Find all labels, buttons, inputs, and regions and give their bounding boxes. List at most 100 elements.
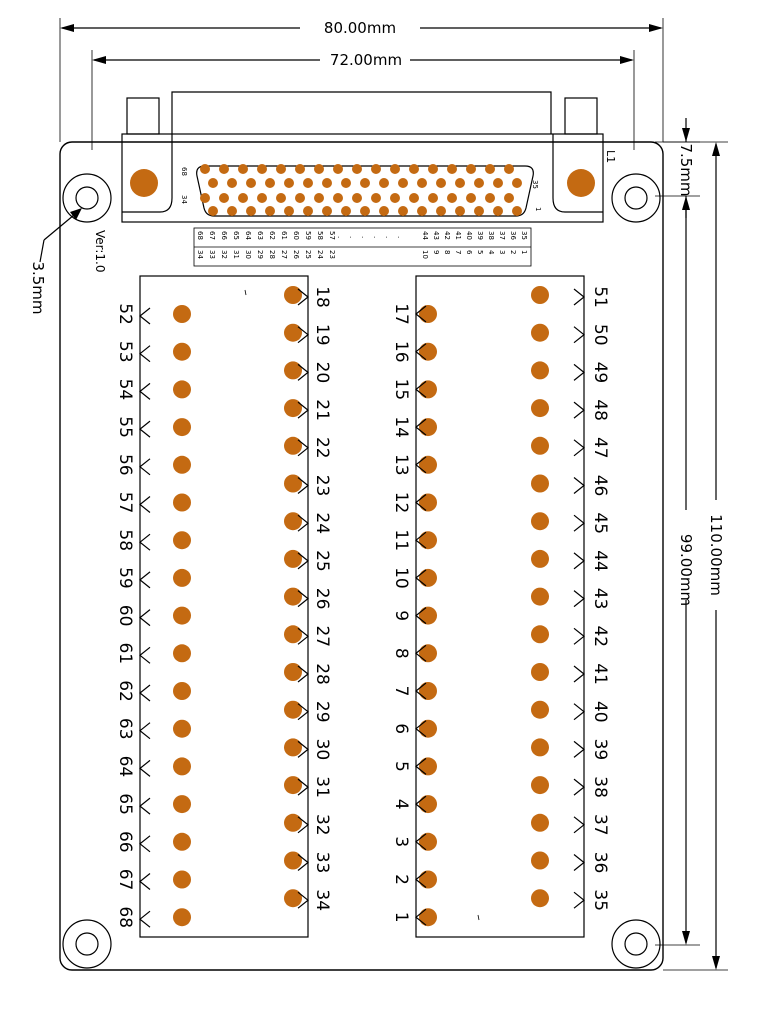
terminal-label: 9: [391, 610, 411, 621]
terminal-clamp-mark: [139, 458, 151, 476]
terminal-label: 41: [590, 663, 610, 685]
terminal-pad: [284, 776, 302, 795]
terminal-label: 32: [312, 814, 332, 836]
terminal-pad: [531, 286, 549, 304]
connector-pin: [409, 164, 419, 174]
terminal-label: 28: [312, 663, 332, 685]
terminal-clamp-mark: [139, 646, 151, 664]
terminal-clamp-mark: [139, 571, 151, 589]
pin-map-cell: 8: [443, 250, 451, 254]
dim-overall-height: 110.00mm: [663, 141, 728, 971]
connector-pin: [322, 178, 332, 188]
terminal-label: 51: [590, 286, 610, 308]
connector-pin: [314, 193, 324, 203]
terminal-pad: [173, 719, 191, 738]
terminal-clamp-mark: [297, 854, 309, 871]
terminal-pad: [531, 813, 549, 832]
terminal-pad: [173, 493, 191, 512]
connector-pin: [474, 206, 484, 216]
terminal-pad: [419, 870, 437, 889]
terminal-label: 38: [590, 776, 610, 798]
connector-pin: [447, 164, 457, 174]
connector-pin: [333, 164, 343, 174]
connector-pin: [322, 206, 332, 216]
terminal-label: 42: [590, 625, 610, 647]
pin-map-table: 3513623733843954064174284394410······683…: [193, 227, 532, 267]
pin-map-cell: 32: [220, 250, 228, 259]
terminal-clamp-mark: [139, 533, 151, 551]
terminal-pad: [284, 851, 302, 870]
connector-pin: [379, 206, 389, 216]
terminal-clamp-mark: [415, 757, 427, 775]
pin-map-cell: 44: [421, 231, 429, 240]
terminal-label: 30: [312, 739, 332, 761]
terminal-clamp-mark: [573, 627, 585, 645]
terminal-pad: [284, 738, 302, 757]
connector-pin: [295, 193, 305, 203]
pin-map-cell: 5: [476, 250, 484, 254]
terminal-label: 67: [115, 869, 135, 891]
terminal-pad: [284, 512, 302, 531]
terminal-label: 64: [115, 756, 135, 778]
terminal-pad: [531, 700, 549, 719]
dim-top-offset: 7.5mm: [655, 118, 700, 218]
connector-pin: [276, 164, 286, 174]
connector-mount-pad-left: [130, 169, 158, 197]
dim-overall-height-label: 110.00mm: [707, 514, 725, 596]
terminal-pad: [419, 757, 437, 776]
terminal-clamp-mark: [415, 531, 427, 549]
terminal-clamp-mark: [573, 288, 585, 306]
terminal-label: 61: [115, 642, 135, 664]
terminal-label: 44: [590, 550, 610, 572]
connector-pin: [227, 178, 237, 188]
connector-pin: [417, 178, 427, 188]
terminal-pad: [531, 549, 549, 568]
terminal-label: 48: [590, 399, 610, 421]
terminal-pad: [419, 493, 437, 512]
terminal-pad: [531, 399, 549, 418]
connector-pin: [219, 193, 229, 203]
terminal-clamp-mark: [139, 420, 151, 438]
terminal-pad: [284, 323, 302, 342]
terminal-pad: [531, 776, 549, 795]
terminal-clamp-mark: [415, 644, 427, 662]
connector-pin: [200, 193, 210, 203]
pin-map-cells: 3513623733843954064174284394410······683…: [196, 231, 528, 259]
terminal-clamp-mark: [297, 477, 309, 494]
terminal-label: 26: [312, 588, 332, 610]
terminal-clamp-mark: [139, 609, 151, 627]
pin-map-cell: 6: [465, 250, 473, 255]
terminal-clamp-mark: [415, 833, 427, 851]
terminal-clamp-mark: [415, 908, 427, 926]
pin-map-cell: 43: [432, 231, 440, 240]
connector-pin: [371, 164, 381, 174]
terminal-pad: [419, 644, 437, 663]
terminal-clamp-mark: [415, 305, 427, 323]
terminal-label: 5: [391, 761, 411, 772]
terminal-label: 53: [115, 341, 135, 363]
terminal-pad: [531, 323, 549, 342]
connector-pin: [390, 193, 400, 203]
connector-pin: [246, 206, 256, 216]
terminal-pad: [173, 870, 191, 889]
terminal-label: 23: [312, 475, 332, 497]
connector-pin: [436, 206, 446, 216]
pin-map-cell: 36: [509, 231, 517, 240]
connector-pin: [428, 164, 438, 174]
terminal-label: 56: [115, 454, 135, 476]
terminal-pad: [419, 568, 437, 587]
pin-map-gap: ·: [346, 236, 354, 238]
terminal-label: 63: [115, 718, 135, 740]
terminal-pad: [284, 663, 302, 681]
connector-pin: [341, 206, 351, 216]
terminal-label: 39: [590, 739, 610, 761]
terminal-clamp-mark: [297, 627, 309, 645]
terminal-label: 49: [590, 362, 610, 384]
connector-pin: [428, 193, 438, 203]
terminal-label: 37: [590, 814, 610, 836]
connector-pin: [265, 178, 275, 188]
terminal-clamp-mark: [297, 514, 309, 532]
terminal-pad: [284, 625, 302, 644]
terminal-clamp-mark: [573, 439, 585, 457]
terminal-pad: [419, 682, 437, 700]
